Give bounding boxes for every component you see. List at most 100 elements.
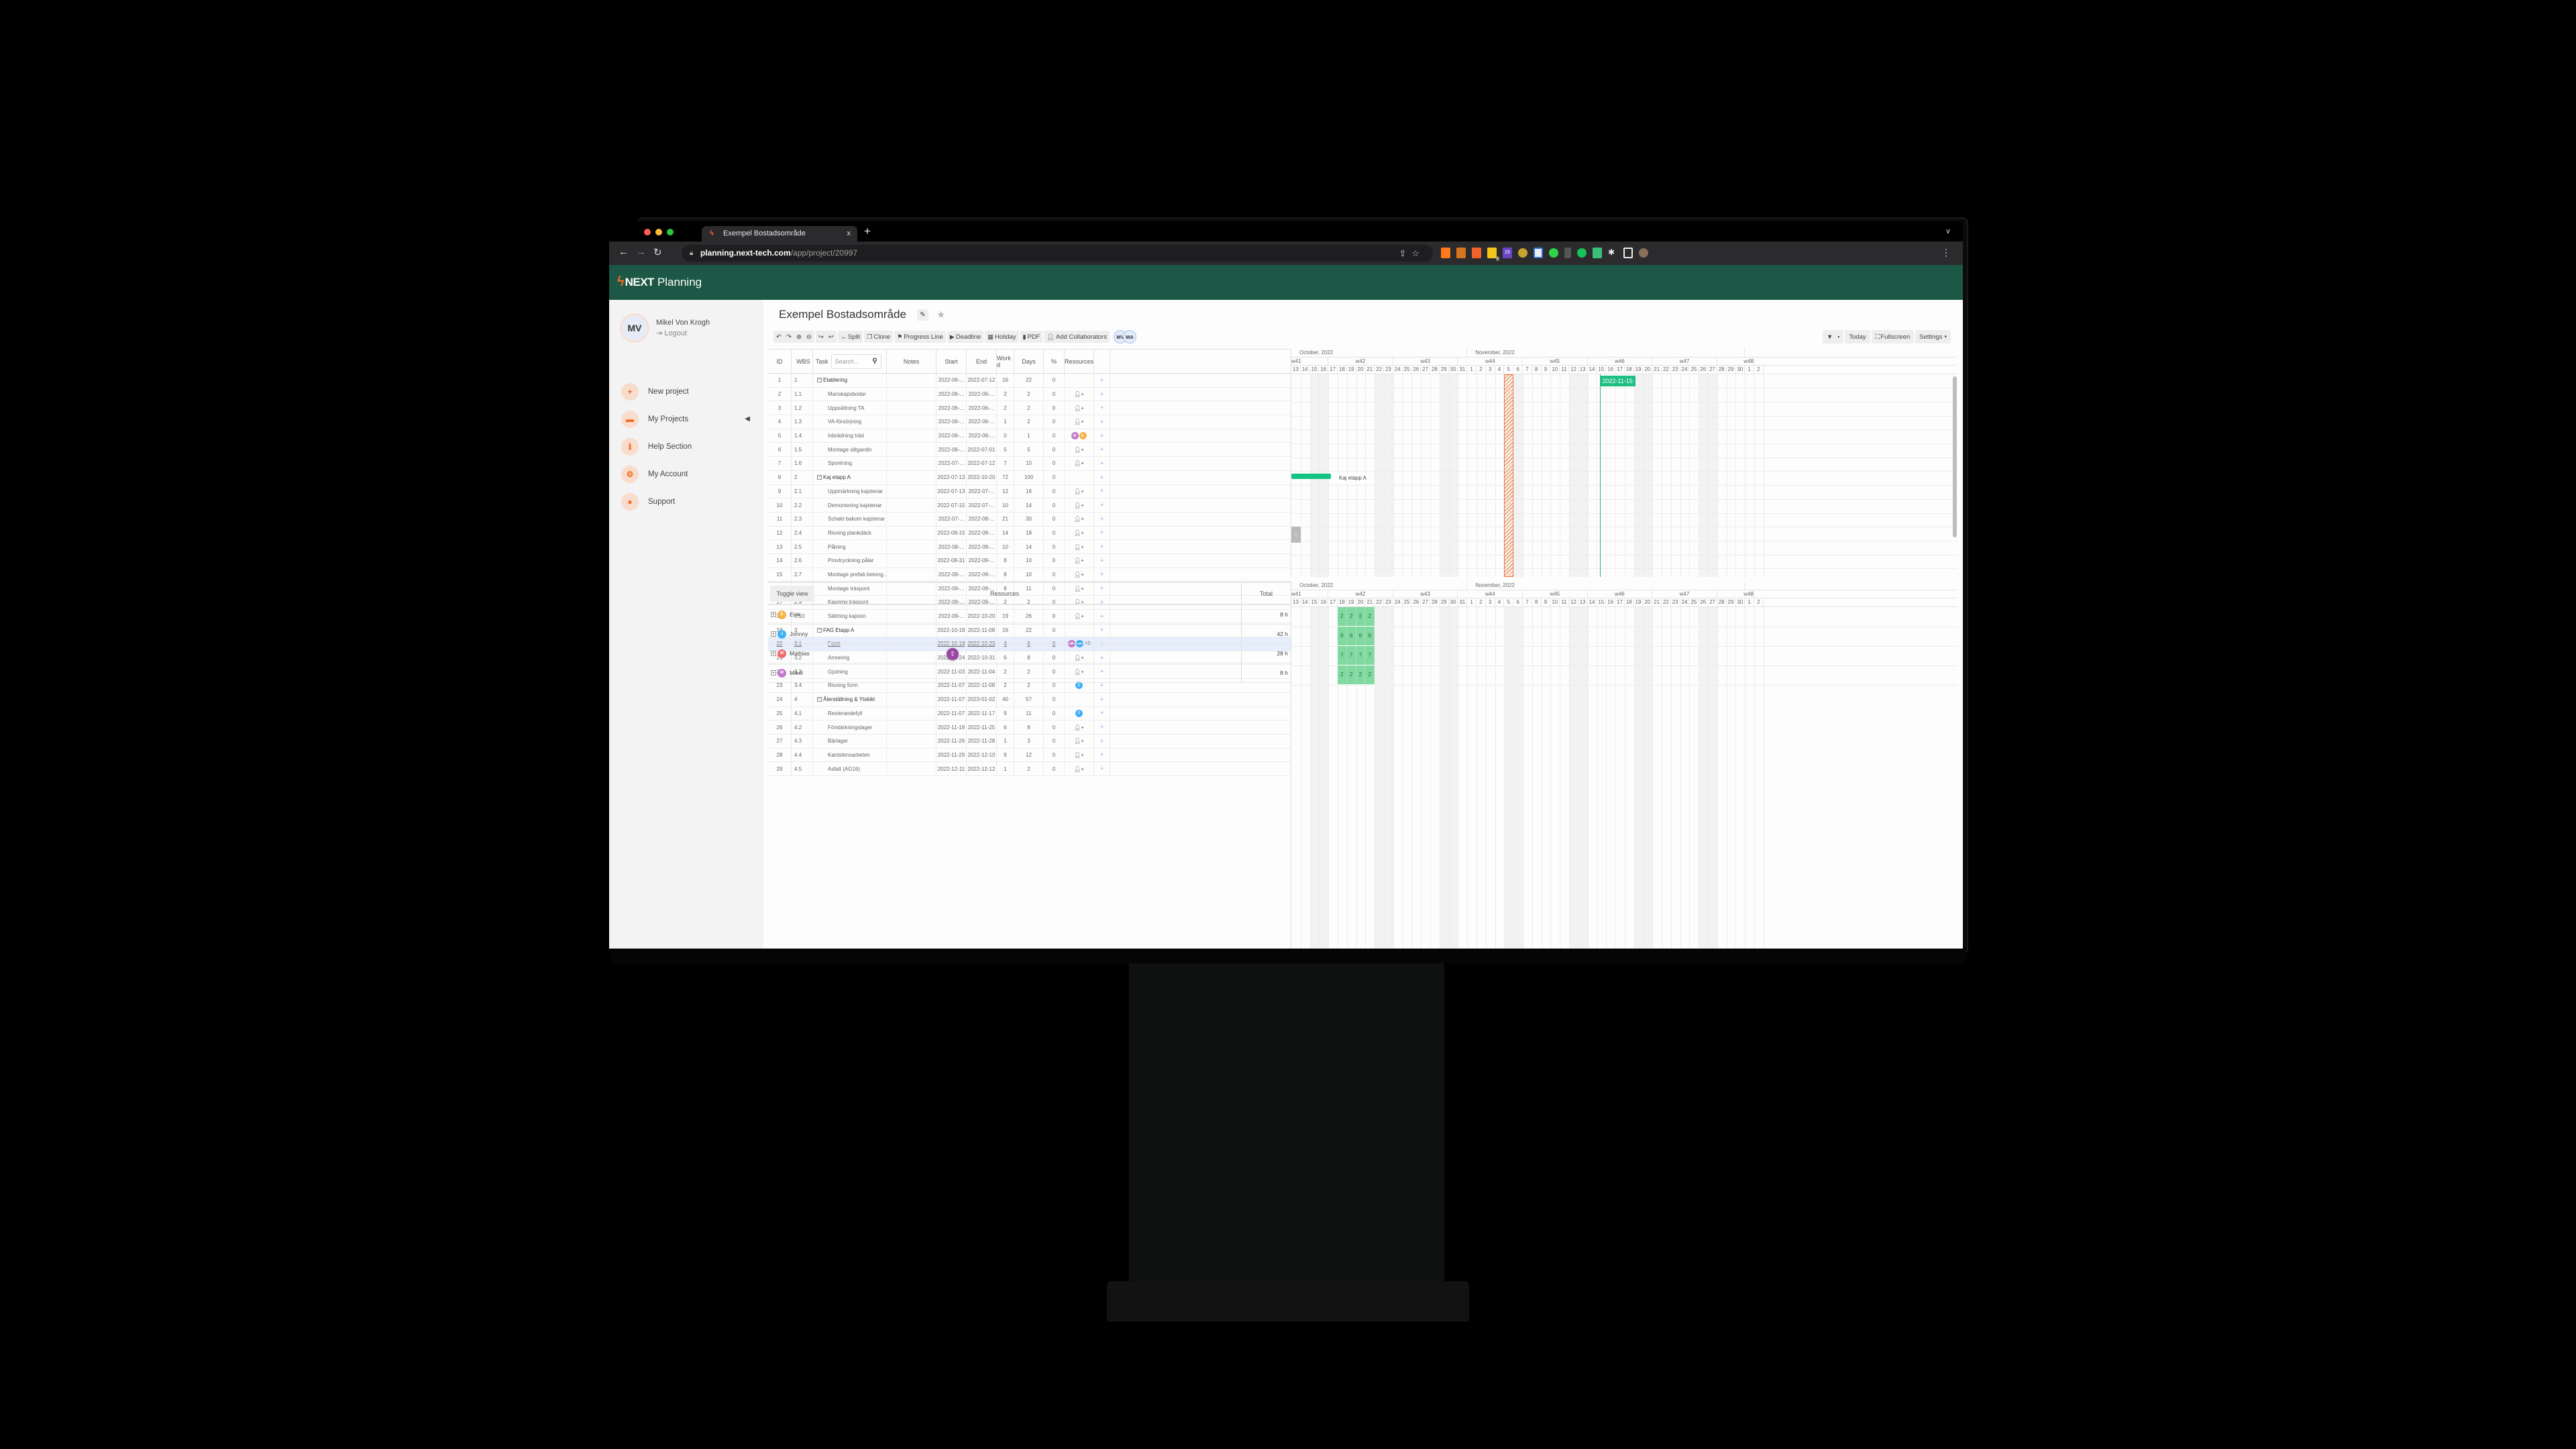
metamask-extension-icon[interactable] [1456,248,1466,258]
cell-notes[interactable] [887,457,936,470]
cell-task[interactable]: Kantstensarbeten [813,748,887,762]
edit-title-pencil-icon[interactable]: ✎ [916,309,928,321]
sidebar-item-help-section[interactable]: ℹ Help Section [621,433,755,460]
cell-days[interactable]: 8 [1014,720,1044,734]
cell-percent[interactable]: 0 [1044,748,1065,762]
cell-resources[interactable]: 👤︎+ [1065,582,1094,595]
cell-notes[interactable] [887,720,936,734]
cell-end[interactable]: 2022-11-04 [967,665,997,679]
cell-end[interactable]: 2022-09-... [967,568,997,582]
add-subtask-button[interactable]: + [1094,748,1110,762]
close-window-button[interactable] [644,229,651,235]
php-extension-icon[interactable]: 29 [1503,248,1512,258]
cell-days[interactable]: 2 [1014,665,1044,679]
cell-start[interactable]: 2022-12-11 [936,762,967,775]
allocated-hours-cell[interactable]: 2 [1338,665,1347,684]
cell-resources[interactable]: J [1065,679,1094,692]
cell-task[interactable]: Montage träspont [813,582,887,595]
add-subtask-button[interactable]: + [1094,762,1110,775]
col-work-days[interactable]: Work d [997,350,1014,373]
cell-resources[interactable]: 👤︎+ [1065,415,1094,429]
cell-notes[interactable] [887,748,936,762]
scrollbar-thumb[interactable] [1953,376,1957,537]
table-row[interactable]: 193−FAG Etapp A2022-10-182022-11-0816220… [768,623,1291,638]
add-resource-icon[interactable]: 👤︎+ [1074,585,1084,592]
allocated-hours-cell[interactable]: 7 [1338,645,1347,665]
chevron-left-icon[interactable]: ◀ [745,415,750,423]
cell-percent[interactable]: 0 [1044,568,1065,582]
allocated-hours-cell[interactable]: 2 [1356,606,1366,626]
cell-notes[interactable] [887,679,936,692]
add-collaborators-button[interactable]: 👤︎Add Collaborators [1044,331,1110,343]
add-resource-icon[interactable]: 👤︎+ [1074,516,1084,523]
add-subtask-button[interactable]: + [1094,387,1110,401]
col-start[interactable]: Start [936,350,967,373]
add-resource-icon[interactable]: 👤︎+ [1074,765,1084,772]
cell-resources[interactable] [1065,692,1094,706]
add-resource-icon[interactable]: 👤︎+ [1074,655,1084,661]
cell-percent[interactable]: 0 [1044,623,1065,637]
add-subtask-button[interactable]: + [1094,401,1110,415]
fullscreen-button[interactable]: ⛶Fullscreen [1871,330,1915,343]
cell-task[interactable]: Kapning träspont [813,596,887,609]
allocated-hours-cell[interactable]: 2 [1365,665,1375,684]
cell-percent[interactable]: 0 [1044,498,1065,512]
cell-task[interactable]: Spontning [813,457,887,470]
cell-task[interactable]: Rivning plankdäck [813,526,887,540]
add-resource-icon[interactable]: 👤︎+ [1074,751,1084,758]
cell-notes[interactable] [887,498,936,512]
cell-notes[interactable] [887,692,936,706]
cell-days[interactable]: 10 [1014,568,1044,582]
download-extension-icon[interactable] [1534,248,1543,258]
allocated-hours-cell[interactable]: 7 [1365,645,1375,665]
add-resource-icon[interactable]: 👤︎+ [1074,391,1084,398]
cell-days[interactable]: 100 [1014,470,1044,484]
cell-task[interactable]: −Etablering [813,374,887,387]
cell-task[interactable]: Gjutning [813,665,887,679]
col-days[interactable]: Days [1014,350,1044,373]
cell-work-days[interactable]: 6 [997,720,1014,734]
cell-work-days[interactable]: 0 [997,429,1014,443]
cell-notes[interactable] [887,623,936,637]
cell-task[interactable]: Montage prefab betong... [813,568,887,582]
pdf-button[interactable]: ▮PDF [1020,331,1043,343]
allocated-hours-cell[interactable]: 6 [1338,626,1347,645]
logout-link[interactable]: ⇥ Logout [656,329,687,337]
task-search-input[interactable]: Search... ⚲ [830,354,881,369]
cell-task[interactable]: Montage siltgardin [813,443,887,457]
resource-avatar[interactable]: J [1075,682,1083,690]
cell-resources[interactable]: 👤︎+ [1065,568,1094,582]
cell-work-days[interactable]: 7 [997,457,1014,470]
cell-end[interactable]: 2022-06-... [967,401,997,415]
cell-notes[interactable] [887,387,936,401]
cell-work-days[interactable]: 6 [997,651,1014,665]
add-resource-icon[interactable]: 👤︎+ [1074,460,1084,467]
cell-resources[interactable]: 👤︎+ [1065,748,1094,762]
cell-start[interactable]: 2022-08-15 [936,526,967,540]
cell-task[interactable]: Pålning [813,540,887,553]
cell-work-days[interactable]: 2 [997,387,1014,401]
cell-task[interactable]: Bärlager [813,734,887,748]
cell-notes[interactable] [887,651,936,665]
cell-work-days[interactable]: 14 [997,526,1014,540]
lion-extension-icon[interactable] [1518,248,1527,258]
cell-end[interactable]: 2022-10-31 [967,651,997,665]
cell-percent[interactable]: 0 [1044,706,1065,720]
cell-days[interactable]: 2 [1014,596,1044,609]
cell-resources[interactable]: 👤︎+ [1065,665,1094,679]
cell-percent[interactable]: 0 [1044,762,1065,775]
profile-avatar-icon[interactable] [1639,248,1648,258]
close-tab-icon[interactable]: x [847,229,851,237]
cell-days[interactable]: 30 [1014,512,1044,526]
add-resource-icon[interactable]: 👤︎+ [1074,502,1084,508]
progress-line-button[interactable]: ⚑Progress Line [894,331,946,343]
add-subtask-button[interactable]: + [1094,429,1110,443]
add-subtask-button[interactable]: + [1094,720,1110,734]
